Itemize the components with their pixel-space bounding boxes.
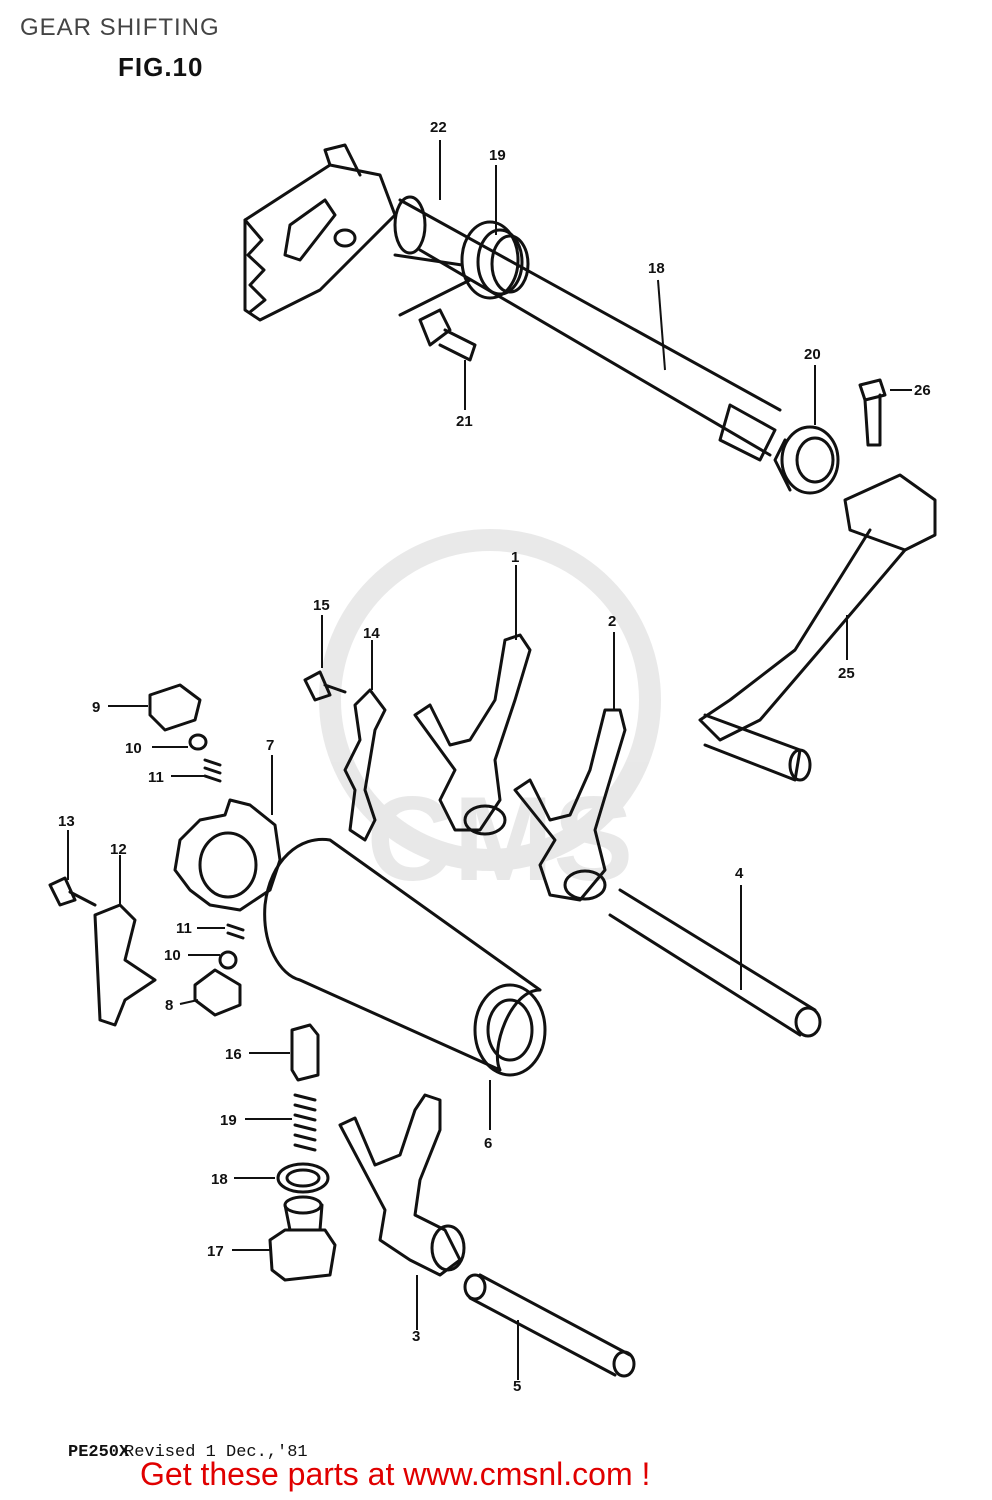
- gear-shift-shaft: [393, 195, 782, 462]
- gear-shift-cam: [263, 837, 547, 1077]
- gear-neutral-stopper: [290, 1023, 320, 1082]
- stopper-spring-11a: [203, 758, 222, 783]
- callout-8: 8: [165, 997, 173, 1014]
- cam-stopper-plate: [93, 903, 157, 1027]
- gear-shift-arm: [243, 143, 397, 322]
- callout-23: 21: [456, 413, 473, 430]
- stopper-plug-bolt: [268, 1195, 337, 1282]
- callout-2: 2: [608, 613, 616, 630]
- callout-11-top: 11: [148, 769, 164, 786]
- callout-11-bottom: 11: [176, 920, 192, 937]
- callout-17: 17: [207, 1243, 224, 1260]
- callout-22: 20: [804, 346, 821, 363]
- callout-1: 1: [511, 549, 519, 566]
- gasket-washer: [276, 1162, 330, 1194]
- callout-9: 9: [92, 699, 100, 716]
- callout-13: 13: [58, 813, 75, 830]
- callout-18: 18: [211, 1171, 228, 1188]
- return-spring: [393, 220, 530, 317]
- callout-25: 25: [838, 665, 855, 682]
- callout-12: 12: [110, 841, 127, 858]
- shift-fork-1: [413, 633, 532, 836]
- promo-link[interactable]: Get these parts at www.cmsnl.com !: [140, 1456, 651, 1492]
- callout-7: 7: [266, 737, 274, 754]
- plate-screw-13: [48, 876, 97, 907]
- stopper-pin-10a: [188, 733, 208, 751]
- shift-fork-2: [513, 708, 627, 902]
- stopper-spring-19: [293, 1093, 317, 1152]
- stopper-pin-10b: [218, 950, 238, 970]
- callout-10-bottom: 10: [164, 947, 181, 964]
- cam-stopper-9: [148, 683, 202, 732]
- callout-10-top: 10: [125, 740, 142, 757]
- cam-guide-plate: [343, 688, 387, 842]
- callout-21: 19: [489, 147, 506, 164]
- callout-16: 16: [225, 1046, 242, 1063]
- oil-seal: [773, 425, 840, 495]
- figure-title: FIG.10: [118, 52, 204, 82]
- callout-20: 18: [648, 260, 665, 277]
- fork-shaft-5: [463, 1273, 636, 1378]
- callout-26: 26: [914, 382, 931, 399]
- spring-stopper-bolt: [418, 308, 477, 362]
- callout-6: 6: [484, 1135, 492, 1152]
- callout-5: 5: [513, 1378, 521, 1395]
- cam-stopper-8: [193, 968, 242, 1017]
- callout-24: 22: [430, 119, 447, 136]
- stopper-spring-11b: [226, 923, 245, 940]
- fork-shaft-4: [608, 888, 822, 1038]
- callout-3: 3: [412, 1328, 420, 1345]
- shift-fork-3: [338, 1093, 466, 1277]
- callout-4: 4: [735, 865, 744, 882]
- callout-19: 19: [220, 1112, 237, 1129]
- cam-driven-gear: [173, 798, 282, 912]
- gear-shift-lever: [698, 473, 937, 782]
- guide-screw-15: [303, 670, 347, 702]
- callout-14: 14: [363, 625, 380, 642]
- pedal-bolt: [858, 378, 887, 447]
- page-title: GEAR SHIFTING: [20, 14, 220, 41]
- callout-15: 15: [313, 597, 330, 614]
- revision-note: Revised 1 Dec.,'81: [124, 1443, 308, 1462]
- model-code: PE250X: [68, 1443, 130, 1462]
